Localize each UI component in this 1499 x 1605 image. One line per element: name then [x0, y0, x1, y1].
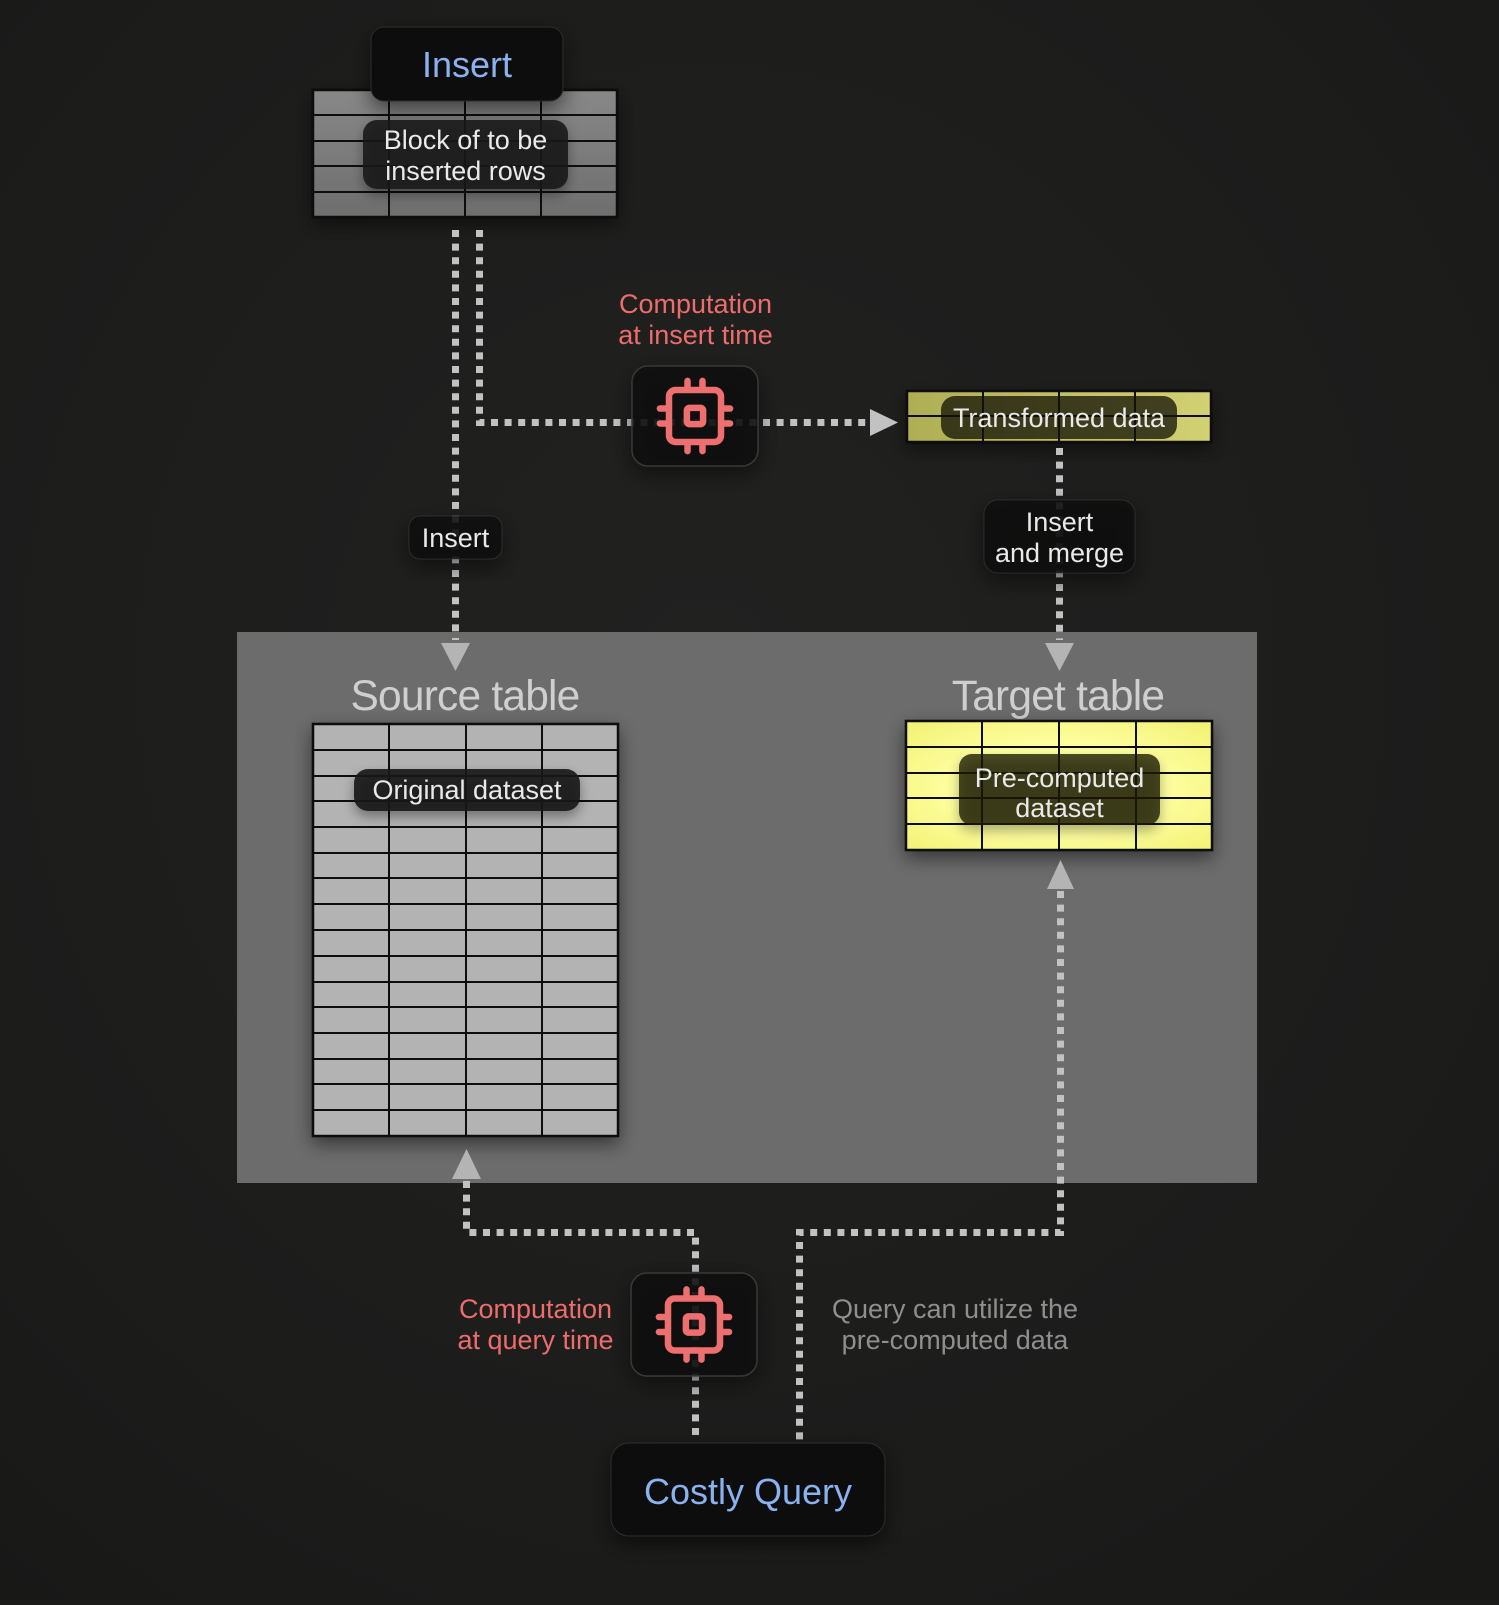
- svg-text:at insert time: at insert time: [618, 320, 773, 350]
- svg-text:Pre-computed: Pre-computed: [975, 763, 1145, 793]
- svg-text:Target table: Target table: [952, 673, 1165, 720]
- svg-text:Insert: Insert: [422, 523, 490, 553]
- svg-text:Query can utilize the: Query can utilize the: [832, 1294, 1078, 1324]
- svg-text:Original dataset: Original dataset: [372, 775, 562, 805]
- svg-text:Insert: Insert: [422, 44, 512, 85]
- svg-text:dataset: dataset: [1015, 793, 1104, 823]
- svg-text:Computation: Computation: [459, 1294, 612, 1324]
- svg-text:and merge: and merge: [995, 538, 1124, 568]
- svg-text:Insert: Insert: [1026, 507, 1094, 537]
- svg-text:at query time: at query time: [457, 1325, 613, 1355]
- svg-text:Computation: Computation: [619, 289, 772, 319]
- svg-text:Block of to be: Block of to be: [384, 125, 548, 155]
- svg-text:Source table: Source table: [350, 673, 579, 720]
- svg-text:pre-computed data: pre-computed data: [842, 1325, 1070, 1355]
- svg-text:inserted rows: inserted rows: [385, 156, 546, 186]
- svg-text:Transformed data: Transformed data: [953, 403, 1166, 433]
- svg-text:Costly Query: Costly Query: [644, 1471, 852, 1512]
